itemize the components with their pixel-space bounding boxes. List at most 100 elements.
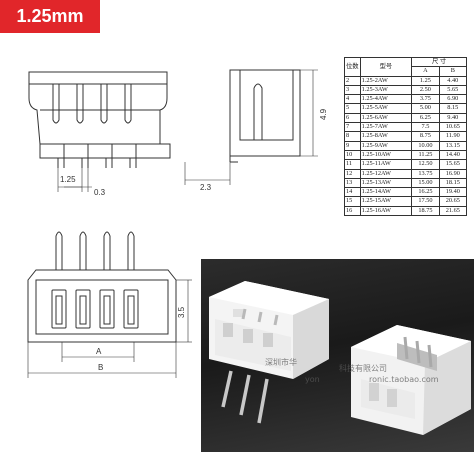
front-view: [27, 231, 192, 378]
row-positions: 4: [344, 94, 361, 105]
row-positions: 9: [344, 140, 361, 151]
watermark-bottom-left: yon: [305, 375, 320, 384]
row-a: 8.75: [411, 131, 440, 142]
watermark-middle: 科技有限公司: [339, 364, 387, 373]
row-a: 6.25: [411, 112, 440, 124]
height-dimension: 4.9: [319, 108, 328, 120]
row-b: 13.15: [438, 140, 468, 151]
row-positions: 12: [344, 168, 361, 179]
side-view: [184, 69, 318, 185]
row-positions: 11: [344, 159, 361, 170]
row-a: 3.75: [411, 94, 440, 105]
row-a: 12.50: [411, 159, 440, 170]
row-model: 1.25-8AW: [359, 131, 413, 142]
row-a: 16.25: [411, 187, 440, 198]
row-model: 1.25-16AW: [359, 205, 413, 217]
watermark-bottom-right: ronic.taobao.com: [369, 375, 439, 384]
row-b: 14.40: [438, 149, 468, 161]
row-positions: 5: [344, 103, 361, 114]
row-b: 21.65: [438, 205, 468, 217]
row-positions: 10: [344, 149, 361, 161]
row-a: 13.75: [411, 168, 440, 179]
row-model: 1.25-15AW: [359, 196, 413, 207]
header-b: B: [438, 66, 468, 77]
row-positions: 7: [344, 122, 361, 133]
row-a: 11.25: [411, 149, 440, 161]
row-positions: 13: [344, 177, 361, 189]
row-positions: 14: [344, 187, 361, 198]
row-a: 18.75: [411, 205, 440, 217]
b-dimension-label: B: [98, 363, 103, 372]
row-model: 1.25-2AW: [359, 75, 413, 86]
row-model: 1.25-7AW: [359, 122, 413, 133]
front-height-dimension: 3.5: [177, 306, 186, 318]
row-b: 9.40: [438, 112, 468, 124]
header-model: 型号: [359, 57, 413, 77]
header-dimension: 尺 寸: [411, 56, 467, 68]
row-b: 15.65: [438, 159, 468, 170]
row-b: 19.40: [438, 187, 468, 198]
size-badge: 1.25mm: [0, 0, 100, 33]
row-a: 1.25: [411, 75, 440, 86]
a-dimension-label: A: [96, 347, 102, 356]
left-connector: [209, 281, 329, 424]
product-photo: 深圳市华 科技有限公司 yon ronic.taobao.com: [201, 259, 474, 452]
row-b: 11.90: [438, 131, 468, 142]
row-b: 8.15: [438, 103, 468, 114]
row-model: 1.25-6AW: [359, 112, 413, 124]
row-positions: 6: [344, 112, 361, 124]
header-a: A: [411, 66, 440, 77]
row-b: 10.65: [438, 122, 468, 133]
row-a: 7.5: [411, 122, 440, 133]
connector-photo-illustration: [209, 281, 471, 435]
header-positions: 位数: [344, 57, 361, 77]
row-positions: 16: [344, 205, 361, 217]
row-b: 18.15: [438, 177, 468, 189]
gap-dimension: 0.3: [94, 188, 106, 197]
row-model: 1.25-13AW: [359, 177, 413, 189]
row-b: 5.65: [438, 84, 468, 96]
row-positions: 3: [344, 84, 361, 96]
row-model: 1.25-10AW: [359, 149, 413, 161]
row-b: 20.65: [438, 196, 468, 207]
watermark-left: 深圳市华: [265, 358, 297, 367]
row-b: 16.90: [438, 168, 468, 179]
row-model: 1.25-14AW: [359, 187, 413, 198]
row-positions: 2: [344, 75, 361, 86]
right-connector: [351, 325, 471, 435]
row-a: 2.50: [411, 84, 440, 96]
row-positions: 8: [344, 131, 361, 142]
row-a: 5.00: [411, 103, 440, 114]
row-model: 1.25-11AW: [359, 159, 413, 170]
row-model: 1.25-12AW: [359, 168, 413, 179]
top-view: [28, 71, 171, 192]
depth-dimension: 2.3: [200, 183, 212, 192]
row-b: 6.90: [438, 94, 468, 105]
row-model: 1.25-9AW: [359, 140, 413, 151]
row-positions: 15: [344, 196, 361, 207]
row-a: 15.00: [411, 177, 440, 189]
row-a: 17.50: [411, 196, 440, 207]
row-model: 1.25-3AW: [359, 84, 413, 96]
pitch-dimension: 1.25: [60, 175, 76, 184]
row-model: 1.25-5AW: [359, 103, 413, 114]
row-model: 1.25-4AW: [359, 94, 413, 105]
row-b: 4.40: [438, 75, 468, 86]
